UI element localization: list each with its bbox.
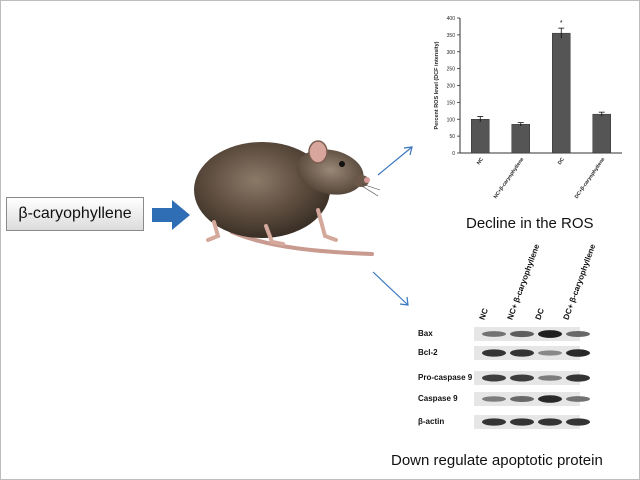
y-tick-label: 300 (447, 50, 456, 56)
western-blot-row-label: β-actin (418, 417, 445, 426)
rat-eye (339, 161, 345, 167)
blot-band (482, 396, 506, 402)
rat-nose (364, 177, 370, 183)
blot-band (482, 418, 506, 426)
significance-marker: * (560, 20, 563, 27)
y-tick-label: 100 (447, 117, 456, 123)
rat-tail (230, 230, 374, 256)
blot-band (510, 418, 534, 426)
y-tick-label: 350 (447, 33, 456, 39)
blot-band (538, 395, 562, 403)
y-tick-label: 250 (447, 67, 456, 73)
blot-band (538, 375, 562, 381)
blot-band (566, 418, 590, 426)
western-blot-row-label: Bcl-2 (418, 348, 438, 357)
y-tick-label: 400 (447, 16, 456, 22)
blot-band (510, 374, 534, 382)
y-tick-label: 200 (447, 84, 456, 90)
blot-band (482, 374, 506, 382)
blot-band (482, 349, 506, 357)
y-tick-label: 0 (452, 151, 455, 157)
x-tick-label: DC (557, 156, 566, 166)
compound-label: β-caryophyllene (18, 205, 132, 222)
y-axis-label: Percent ROS level (DCF intensity) (434, 41, 440, 129)
blot-band (566, 374, 590, 382)
blot-band (538, 350, 562, 356)
blot-band (510, 349, 534, 357)
blot-band (566, 396, 590, 402)
compound-label-box: β-caryophyllene (6, 197, 144, 231)
apoptotic-caption: Down regulate apoptotic protein (391, 452, 603, 469)
western-blot-row-label: Caspase 9 (418, 394, 458, 403)
x-tick-label: NC (476, 156, 485, 166)
blot-band (566, 331, 590, 337)
y-tick-label: 150 (447, 100, 456, 106)
arrow-to-western-blot (372, 271, 409, 306)
rat-ear (308, 140, 328, 164)
y-tick-label: 50 (449, 134, 455, 140)
western-blot-row-label: Bax (418, 329, 433, 338)
blot-band (482, 331, 506, 337)
blot-band (510, 396, 534, 402)
rat-body (194, 142, 330, 238)
blot-band (566, 349, 590, 357)
blot-band (538, 330, 562, 338)
western-blot-row-label: Pro-caspase 9 (418, 373, 473, 382)
arrow-to-ros-chart (377, 146, 413, 176)
block-arrow (152, 200, 190, 230)
ros-caption: Decline in the ROS (466, 215, 594, 232)
blot-band (510, 330, 534, 338)
blot-band (538, 418, 562, 426)
